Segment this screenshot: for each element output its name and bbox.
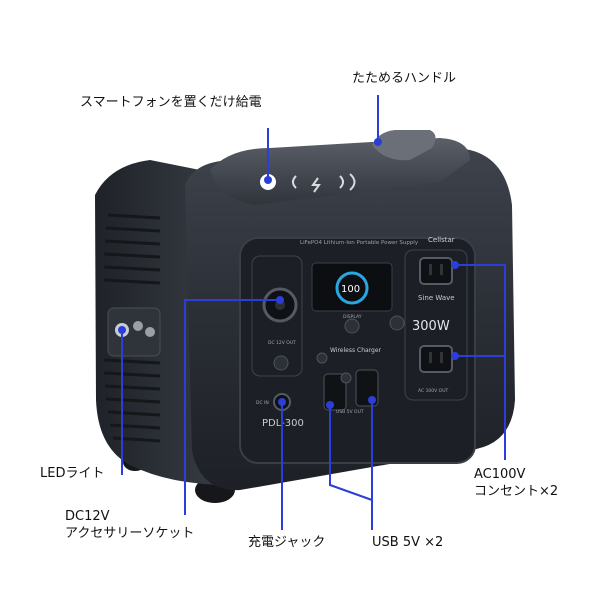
callout-ac-1 xyxy=(455,264,506,460)
battery-ring xyxy=(335,271,369,305)
side-vent-grille xyxy=(103,213,161,443)
display-button[interactable] xyxy=(344,318,360,334)
battery-text: LiFePO4 Lithium-Ion Portable Power Suppl… xyxy=(300,240,419,246)
label-dc12v-socket: DC12V アクセサリーソケット xyxy=(65,509,195,541)
dc-off-button[interactable] xyxy=(273,355,289,371)
led-light-button[interactable] xyxy=(133,321,143,331)
sine-wave-label: Sine Wave xyxy=(418,294,455,302)
display-label: DISPLAY xyxy=(343,314,362,320)
ac-off-button[interactable] xyxy=(389,315,405,331)
wireless-button[interactable] xyxy=(316,352,328,364)
usb-port-1[interactable] xyxy=(323,373,347,411)
usb-out-label: USB 5V OUT xyxy=(336,409,364,415)
callout-dc12v xyxy=(184,299,280,515)
ac-out-label: AC 100V OUT xyxy=(418,388,449,394)
ac-outlet-2[interactable] xyxy=(419,345,453,373)
callout-usb-1 xyxy=(329,405,373,501)
label-charging-jack: 充電ジャック xyxy=(248,535,326,550)
wireless-label: Wireless Charger xyxy=(330,347,382,354)
power-rating: 300W xyxy=(412,319,450,334)
label-led-light: LEDライト xyxy=(40,466,105,481)
brand-label: Cellstar xyxy=(428,236,455,244)
label-wireless-charging: スマートフォンを置くだけ給電 xyxy=(80,95,262,110)
display-value: 100 xyxy=(341,284,360,295)
ac-panel xyxy=(404,249,468,401)
foldable-handle[interactable] xyxy=(372,130,436,161)
dc-out-label: DC 12V OUT xyxy=(268,340,296,346)
led-light-button-2[interactable] xyxy=(145,327,155,337)
lcd-display xyxy=(311,262,393,312)
front-control-panel xyxy=(239,237,476,464)
usb-button[interactable] xyxy=(340,372,352,384)
label-foldable-handle: たためるハンドル xyxy=(352,71,457,86)
label-ac-outlets: AC100V コンセント×2 xyxy=(474,467,559,499)
dc-in-label: DC IN xyxy=(256,400,269,406)
callout-lines xyxy=(118,95,506,530)
dc-panel xyxy=(251,255,303,377)
label-usb: USB 5V ×2 xyxy=(372,535,444,550)
ac-outlet-1[interactable] xyxy=(419,257,453,285)
